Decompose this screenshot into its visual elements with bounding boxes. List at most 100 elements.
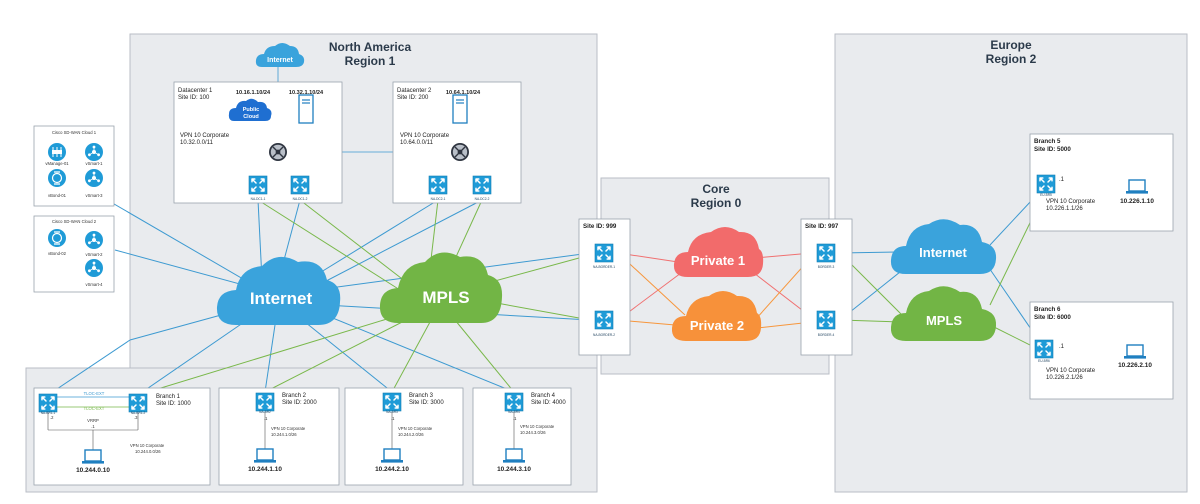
internet-cloud-eu-label: Internet: [919, 245, 967, 260]
mpls-cloud-eu: MPLS: [890, 286, 997, 341]
branch-3-addr: .1: [391, 416, 395, 421]
branch-1-laptop-icon: [81, 449, 105, 465]
branch-1-host-ip: 10.244.0.10: [76, 467, 110, 474]
branch-1-site: Site ID: 1000: [156, 401, 191, 407]
branch-5-subnet: 10.226.1.1/26: [1046, 206, 1083, 212]
branch-3-subnet: 10.244.2.0/26: [398, 432, 424, 437]
branch-5-addr: .1: [1059, 177, 1065, 183]
router-na-dc2-2-label: NA-DC2-2: [475, 197, 490, 201]
router-eu-br5[interactable]: [1036, 174, 1056, 194]
vbond-02-label: vBond-02: [48, 251, 67, 256]
vbond-01-label: vBond-01: [48, 193, 67, 198]
datacenter-1-name: Datacenter 1: [178, 88, 213, 94]
datacenter-2-server-icon: [452, 94, 468, 124]
branch-4-laptop-icon: [502, 448, 526, 464]
branch-5-site: Site ID: 5000: [1034, 146, 1071, 153]
branch-4-host-ip: 10.244.3.10: [497, 466, 531, 473]
branch-2-subnet: 10.244.1.0/26: [271, 432, 297, 437]
sdwan-cloud-2-title: Cisco SD-WAN Cloud 2: [52, 219, 97, 224]
datacenter-1-cloud-ip: 10.16.1.10/24: [236, 90, 271, 96]
datacenter-2-site: Site ID: 200: [397, 95, 429, 101]
region-north-america-subtitle: Region 1: [345, 54, 396, 68]
branch-4-subnet: 10.244.3.0/26: [520, 430, 546, 435]
vsmart-1-label: vSmart-1: [86, 161, 104, 166]
branch-4-site: Site ID: 4000: [531, 400, 566, 406]
router-border-3[interactable]: [816, 243, 836, 263]
router-na-br4[interactable]: [504, 392, 524, 412]
router-border-3-label: BORDER-3: [818, 265, 835, 269]
router-na-br1-1-label: NA-BR1-1: [41, 411, 56, 415]
datacenter-1-switch-icon: [268, 142, 288, 162]
router-na-br3-label: NA-BR3: [386, 410, 398, 414]
vsmart-3-label: vSmart-3: [86, 193, 104, 198]
branch-1-addr-left: .2: [50, 415, 54, 420]
mpls-cloud-na-label: MPLS: [422, 288, 469, 307]
datacenter-1-server-ip: 10.32.1.10/24: [289, 90, 324, 96]
branch-1-vrrp: VRRP: [87, 418, 99, 423]
branch-2-site: Site ID: 2000: [282, 400, 317, 406]
branch-6-host-ip: 10.226.2.10: [1118, 362, 1152, 369]
region-europe-title: Europe: [990, 38, 1032, 52]
branch-3-name: Branch 3: [409, 393, 434, 399]
router-na-border-2[interactable]: [594, 310, 614, 330]
branch-6-panel: Branch 6 Site ID: 6000 .1 VPN 10 Corpora…: [1029, 301, 1174, 400]
links-internet: [47, 184, 1047, 396]
branch-6-subnet: 10.226.2.1/26: [1046, 375, 1083, 381]
router-na-br4-label: NA-BR4: [508, 410, 520, 414]
branch-6-name: Branch 6: [1034, 306, 1061, 313]
router-na-border-1-label: NA-BORDER-1: [593, 265, 615, 269]
branch-3-vpn: VPN 10 Corporate: [398, 426, 433, 431]
branch-2-vpn: VPN 10 Corporate: [271, 426, 306, 431]
router-na-dc2-1[interactable]: [428, 175, 448, 195]
router-na-border-1[interactable]: [594, 243, 614, 263]
router-na-dc1-1-label: NA-DC1-1: [251, 197, 266, 201]
private-1-cloud: Private 1: [673, 227, 764, 277]
branch-5-vpn: VPN 10 Corporate: [1046, 199, 1096, 205]
branch-1-tloc-1: TLOC-EXT: [84, 391, 105, 396]
branch-6-addr: .1: [1059, 344, 1065, 350]
internet-cloud-na-label: Internet: [250, 289, 313, 308]
branch-6-laptop-icon: [1123, 344, 1147, 360]
branch-1-vrrp-addr: .1: [91, 424, 95, 429]
region-north-america-title: North America: [329, 40, 412, 54]
internet-cloud-eu: Internet: [890, 219, 997, 274]
vmanage-01-label: vManage-01: [45, 161, 69, 166]
router-na-dc2-2[interactable]: [472, 175, 492, 195]
router-border-4[interactable]: [816, 310, 836, 330]
router-na-br1-1[interactable]: [38, 393, 58, 413]
router-na-br2[interactable]: [255, 392, 275, 412]
core-site-997-label: Site ID: 997: [805, 223, 839, 230]
router-na-dc1-1[interactable]: [248, 175, 268, 195]
router-na-dc1-2[interactable]: [290, 175, 310, 195]
sdwan-cloud-2-panel: Cisco SD-WAN Cloud 2 vBond-02 vSmart-2 v…: [33, 215, 115, 293]
sdwan-cloud-1-title: Cisco SD-WAN Cloud 1: [52, 130, 97, 135]
datacenter-2-server-ip: 10.64.1.10/24: [446, 90, 481, 96]
private-2-cloud-label: Private 2: [690, 318, 744, 333]
router-na-br2-label: NA-BR2: [259, 410, 271, 414]
vsmart-2-label: vSmart-2: [86, 252, 104, 257]
branch-4-vpn: VPN 10 Corporate: [520, 424, 555, 429]
region-core-title: Core: [702, 182, 730, 196]
router-eu-br6[interactable]: [1034, 339, 1054, 359]
region-core-subtitle: Region 0: [691, 196, 742, 210]
branch-5-laptop-icon: [1125, 179, 1149, 195]
links-mpls: [137, 189, 1047, 396]
branch-2-host-ip: 10.244.1.10: [248, 466, 282, 473]
branch-1-subnet: 10.244.0.0/26: [135, 449, 161, 454]
private-2-cloud: Private 2: [671, 291, 762, 341]
datacenter-1-vpn: VPN 10 Corporate: [180, 133, 230, 139]
internet-cloud-top-label: Internet: [267, 57, 293, 64]
branch-2-panel: Branch 2 Site ID: 2000 .1 VPN 10 Corpora…: [218, 387, 340, 486]
datacenter-1-subnet: 10.32.0.0/11: [180, 140, 214, 146]
router-na-dc1-2-label: NA-DC1-2: [293, 197, 308, 201]
router-na-dc2-1-label: NA-DC2-1: [431, 197, 446, 201]
router-na-br3[interactable]: [382, 392, 402, 412]
branch-1-tloc-2: TLOC-EXT: [84, 406, 105, 411]
branch-6-vpn: VPN 10 Corporate: [1046, 368, 1096, 374]
router-na-br1-2[interactable]: [128, 393, 148, 413]
private-1-cloud-label: Private 1: [691, 253, 745, 268]
router-eu-br6-label: EU-BR6: [1038, 359, 1050, 363]
core-site-997-panel: Site ID: 997: [800, 218, 853, 356]
vsmart-4-label: vSmart-4: [86, 282, 104, 287]
public-cloud-label-2: Cloud: [243, 114, 259, 120]
